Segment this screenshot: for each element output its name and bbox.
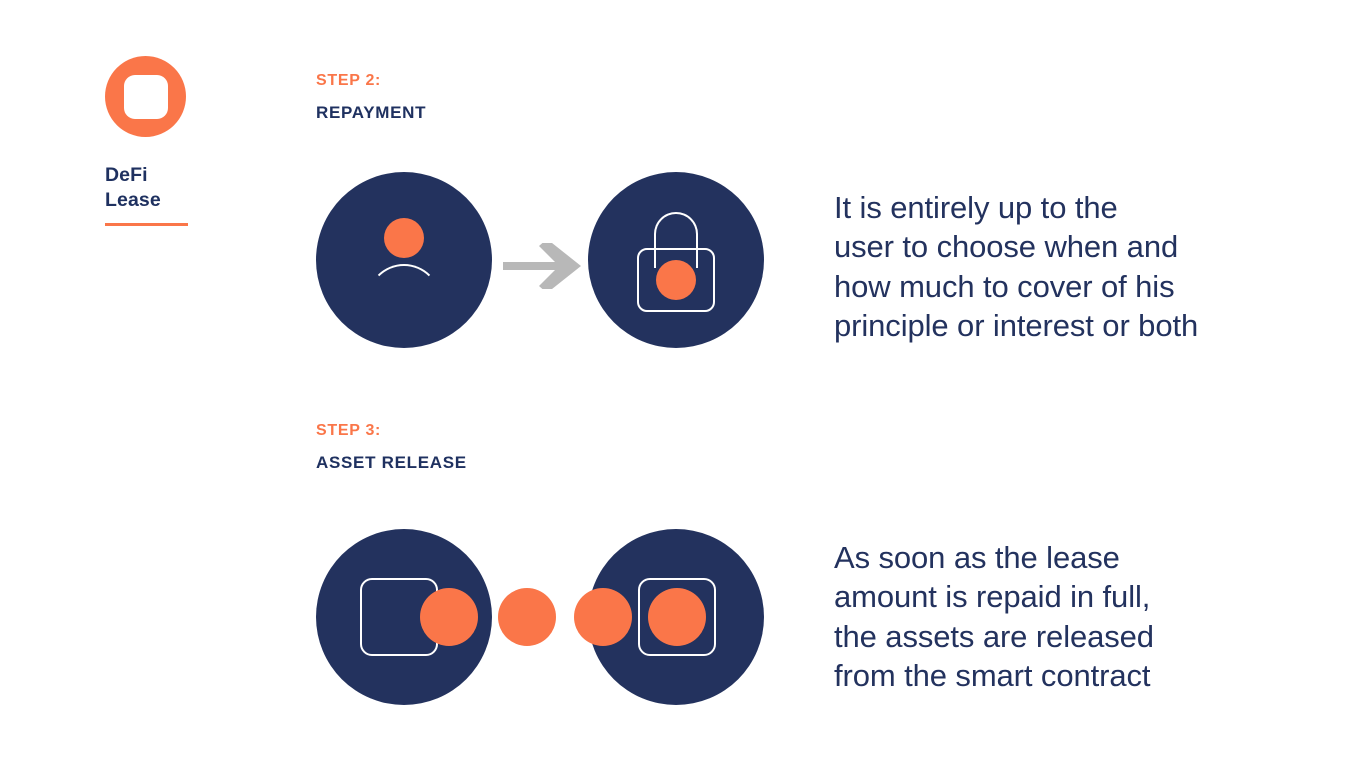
step-3-kicker: STEP 3:	[316, 422, 382, 439]
person-head-icon	[384, 218, 424, 258]
token-exiting-vault-icon	[420, 588, 478, 646]
arrow-right-icon	[503, 239, 581, 293]
person-illustration	[316, 172, 492, 348]
lock-shackle-icon	[654, 212, 698, 268]
lock-illustration	[588, 172, 764, 348]
lock-keyhole-dot	[656, 260, 696, 300]
token-in-transit-icon	[498, 588, 556, 646]
lock-body-icon	[637, 248, 715, 312]
defi-lease-logo-icon	[105, 56, 186, 137]
brand-underline	[105, 222, 188, 226]
step-3-heading: STEP 3: ASSET RELEASE	[316, 422, 467, 472]
brand-name: DeFi Lease	[105, 164, 161, 212]
brand-block: DeFi Lease	[105, 56, 285, 226]
step-2-heading: STEP 2: REPAYMENT	[316, 72, 427, 122]
step-2-kicker: STEP 2:	[316, 72, 382, 89]
step-2-body-text: It is entirely up to the user to choose …	[834, 190, 1199, 344]
person-shoulders-icon	[367, 264, 441, 338]
token-entering-vault-icon	[574, 588, 632, 646]
step-2-title: REPAYMENT	[316, 103, 427, 122]
step-3-body-text: As soon as the lease amount is repaid in…	[834, 540, 1154, 694]
step-3-title: ASSET RELEASE	[316, 453, 467, 472]
token-inside-vault-icon	[648, 588, 706, 646]
logo-inner-square	[123, 74, 168, 119]
lock-icon	[633, 212, 719, 312]
vault-box-filled-icon	[638, 578, 716, 656]
